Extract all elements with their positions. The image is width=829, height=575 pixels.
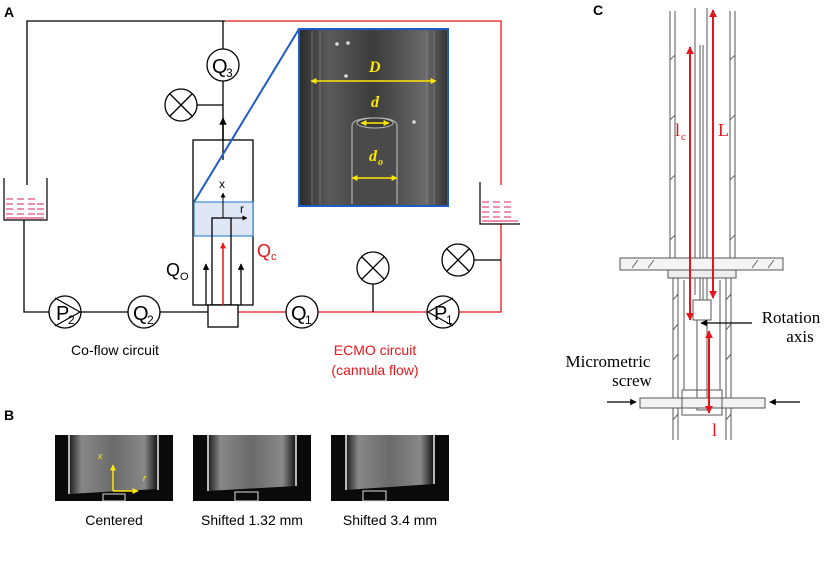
q3-label: Q [212, 56, 228, 78]
panel-c: C l c L l [566, 2, 821, 440]
panel-c-label: C [593, 2, 603, 18]
micrometric-screw-label: Micrometric [566, 352, 651, 371]
rotation-axis-label-2: axis [786, 327, 813, 346]
image-r-label: r [143, 473, 147, 483]
qo-sub: O [180, 271, 189, 283]
ecmo-circuit-label: ECMO circuit [334, 342, 417, 358]
qc-label: Q c [257, 241, 277, 263]
q2-sub: 2 [147, 313, 154, 327]
valve-icon [441, 243, 475, 277]
pump-p2-icon: P 2 [48, 295, 82, 329]
inset-d-label: d [371, 94, 380, 111]
p1-sub: 1 [446, 313, 453, 327]
micrometric-screw-label-2: screw [612, 371, 652, 390]
inset-D-label: D [368, 59, 381, 76]
q1-label: Q [291, 303, 307, 325]
panel-b-label: B [4, 407, 14, 423]
caption-shifted-1: Shifted 1.32 mm [201, 512, 303, 528]
inset-do-label: d [369, 148, 378, 165]
p1-label: P [434, 303, 447, 325]
flowmeter-q1: Q 1 [285, 295, 319, 329]
L-label: L [718, 120, 729, 140]
q1-sub: 1 [305, 313, 312, 327]
axis-x-label: x [219, 177, 225, 191]
image-x-label: x [97, 451, 103, 461]
zoom-line [193, 28, 300, 203]
image-shifted-2 [331, 435, 449, 502]
qc-sub: c [271, 251, 277, 263]
q2-label: Q [133, 303, 149, 325]
qo-label: Q O [166, 260, 189, 283]
lc-label: l [675, 120, 680, 140]
test-chamber: x r [192, 139, 254, 328]
coflow-circuit-label: Co-flow circuit [71, 342, 159, 358]
flowmeter-q2: Q 2 [127, 295, 161, 329]
image-centered: x r [55, 435, 173, 502]
q3-sub: 3 [226, 66, 233, 80]
pump-p1-icon: P 1 [426, 295, 460, 329]
lc-sub: c [681, 131, 686, 143]
valve-icon [356, 251, 390, 285]
qc-text: Q [257, 241, 271, 261]
panel-b: B x r Centered Shifted 1.32 mm [4, 407, 449, 528]
flowmeter-q3: Q 3 [206, 48, 240, 82]
coflow-piping [23, 20, 225, 313]
panel-a-label: A [4, 4, 14, 20]
caption-centered: Centered [85, 512, 143, 528]
image-shifted-1 [193, 435, 311, 502]
reservoir-left [3, 178, 48, 221]
ecmo-circuit-sublabel: (cannula flow) [331, 362, 418, 378]
caption-shifted-2: Shifted 3.4 mm [343, 512, 437, 528]
reservoir-right [479, 182, 520, 225]
p2-sub: 2 [68, 313, 75, 327]
rotation-axis-label: Rotation [762, 308, 821, 327]
p2-label: P [56, 303, 69, 325]
ecmo-piping [225, 20, 502, 313]
qo-text: Q [166, 260, 180, 280]
inset-do-sub: o [378, 157, 383, 168]
axis-r-label: r [240, 202, 244, 216]
valve-icon [164, 88, 198, 122]
inset-photo: D d d o [298, 28, 449, 207]
panel-a: A [3, 4, 520, 378]
l-label: l [712, 420, 717, 440]
